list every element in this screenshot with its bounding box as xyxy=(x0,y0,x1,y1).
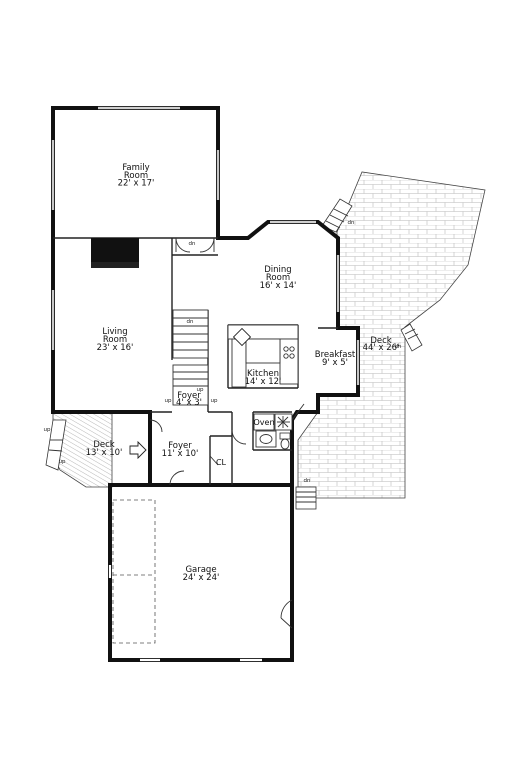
foyer-entry-name: Foyer xyxy=(168,441,192,451)
doors xyxy=(149,237,305,629)
deck-small-stair-up-label-2: up xyxy=(59,459,66,465)
kitchen-name: Kitchen xyxy=(247,369,279,379)
living-room-label: Living Room 23' x 16' xyxy=(97,327,134,353)
deck-large-name: Deck xyxy=(370,336,391,346)
family-stair-dn-label: dn xyxy=(189,241,196,247)
living-room-name-2: Room xyxy=(103,335,127,345)
deck-steps-right: dn xyxy=(395,323,423,352)
exterior-wall-west xyxy=(51,106,152,487)
deck-small-dims: 13' x 10' xyxy=(86,448,123,458)
closet-label: CL xyxy=(216,458,227,467)
deck-right-stair-dn-label: dn xyxy=(395,344,402,350)
garage-door-outlines xyxy=(112,499,156,644)
deck-small-stair-up-label: up xyxy=(44,427,51,433)
family-room-dims: 22' x 17' xyxy=(118,179,155,189)
dining-room-label: Dining Room 16' x 14' xyxy=(260,265,297,291)
windows xyxy=(51,106,360,662)
kitchen-counters xyxy=(227,324,299,388)
interior-stairs: dn up up up dn xyxy=(165,241,218,406)
dining-room-name-2: Room xyxy=(266,273,290,283)
stair-up-label-3: up xyxy=(211,398,218,404)
deck-stair-dn-label: dn xyxy=(348,220,355,226)
deck-small-name: Deck xyxy=(93,440,114,450)
foyer-inner-label: Foyer 4' x 3' xyxy=(176,391,202,408)
deck-small-steps: up up xyxy=(44,419,67,471)
foyer-entry-dims: 11' x 10' xyxy=(162,449,199,459)
dining-room-name-1: Dining xyxy=(264,265,291,275)
foyer-inner-dims: 4' x 3' xyxy=(176,398,202,408)
stair-up-label-1: up xyxy=(165,398,172,404)
family-room-name-2: Room xyxy=(124,171,148,181)
garage-name: Garage xyxy=(185,565,216,575)
deck-steps-bottom: dn xyxy=(295,478,317,510)
garage-label: Garage 24' x 24' xyxy=(183,565,220,583)
foyer-entry-label: Foyer 11' x 10' xyxy=(162,441,199,459)
deck-small-label: Deck 13' x 10' xyxy=(86,440,123,458)
deck-steps-top: dn xyxy=(321,198,355,233)
living-room-dims: 23' x 16' xyxy=(97,343,134,353)
family-room-label: Family Room 22' x 17' xyxy=(118,163,155,189)
breakfast-dims: 9' x 5' xyxy=(322,358,348,368)
kitchen-dims: 14' x 12' xyxy=(245,377,282,387)
stair-up-label-2: up xyxy=(197,387,204,393)
breakfast-label: Breakfast 9' x 5' xyxy=(315,350,356,368)
utility-fixtures xyxy=(253,413,293,450)
oven-label: Oven xyxy=(253,418,274,427)
stair-dn-label: dn xyxy=(187,319,194,325)
entry-arrow xyxy=(129,440,147,460)
kitchen-label: Kitchen 14' x 12' xyxy=(245,369,282,387)
deck-large-label: Deck 44' x 26' xyxy=(363,336,400,353)
deck-large-dims: 44' x 26' xyxy=(363,343,400,353)
cooktop xyxy=(283,346,295,359)
garage-dims: 24' x 24' xyxy=(183,573,220,583)
foyer-inner-name: Foyer xyxy=(177,391,201,401)
living-room-name-1: Living xyxy=(102,327,127,337)
breakfast-name: Breakfast xyxy=(315,350,356,360)
family-room-name-1: Family xyxy=(122,163,149,173)
dining-room-dims: 16' x 14' xyxy=(260,281,297,291)
deck-bottom-stair-dn-label: dn xyxy=(304,478,311,484)
